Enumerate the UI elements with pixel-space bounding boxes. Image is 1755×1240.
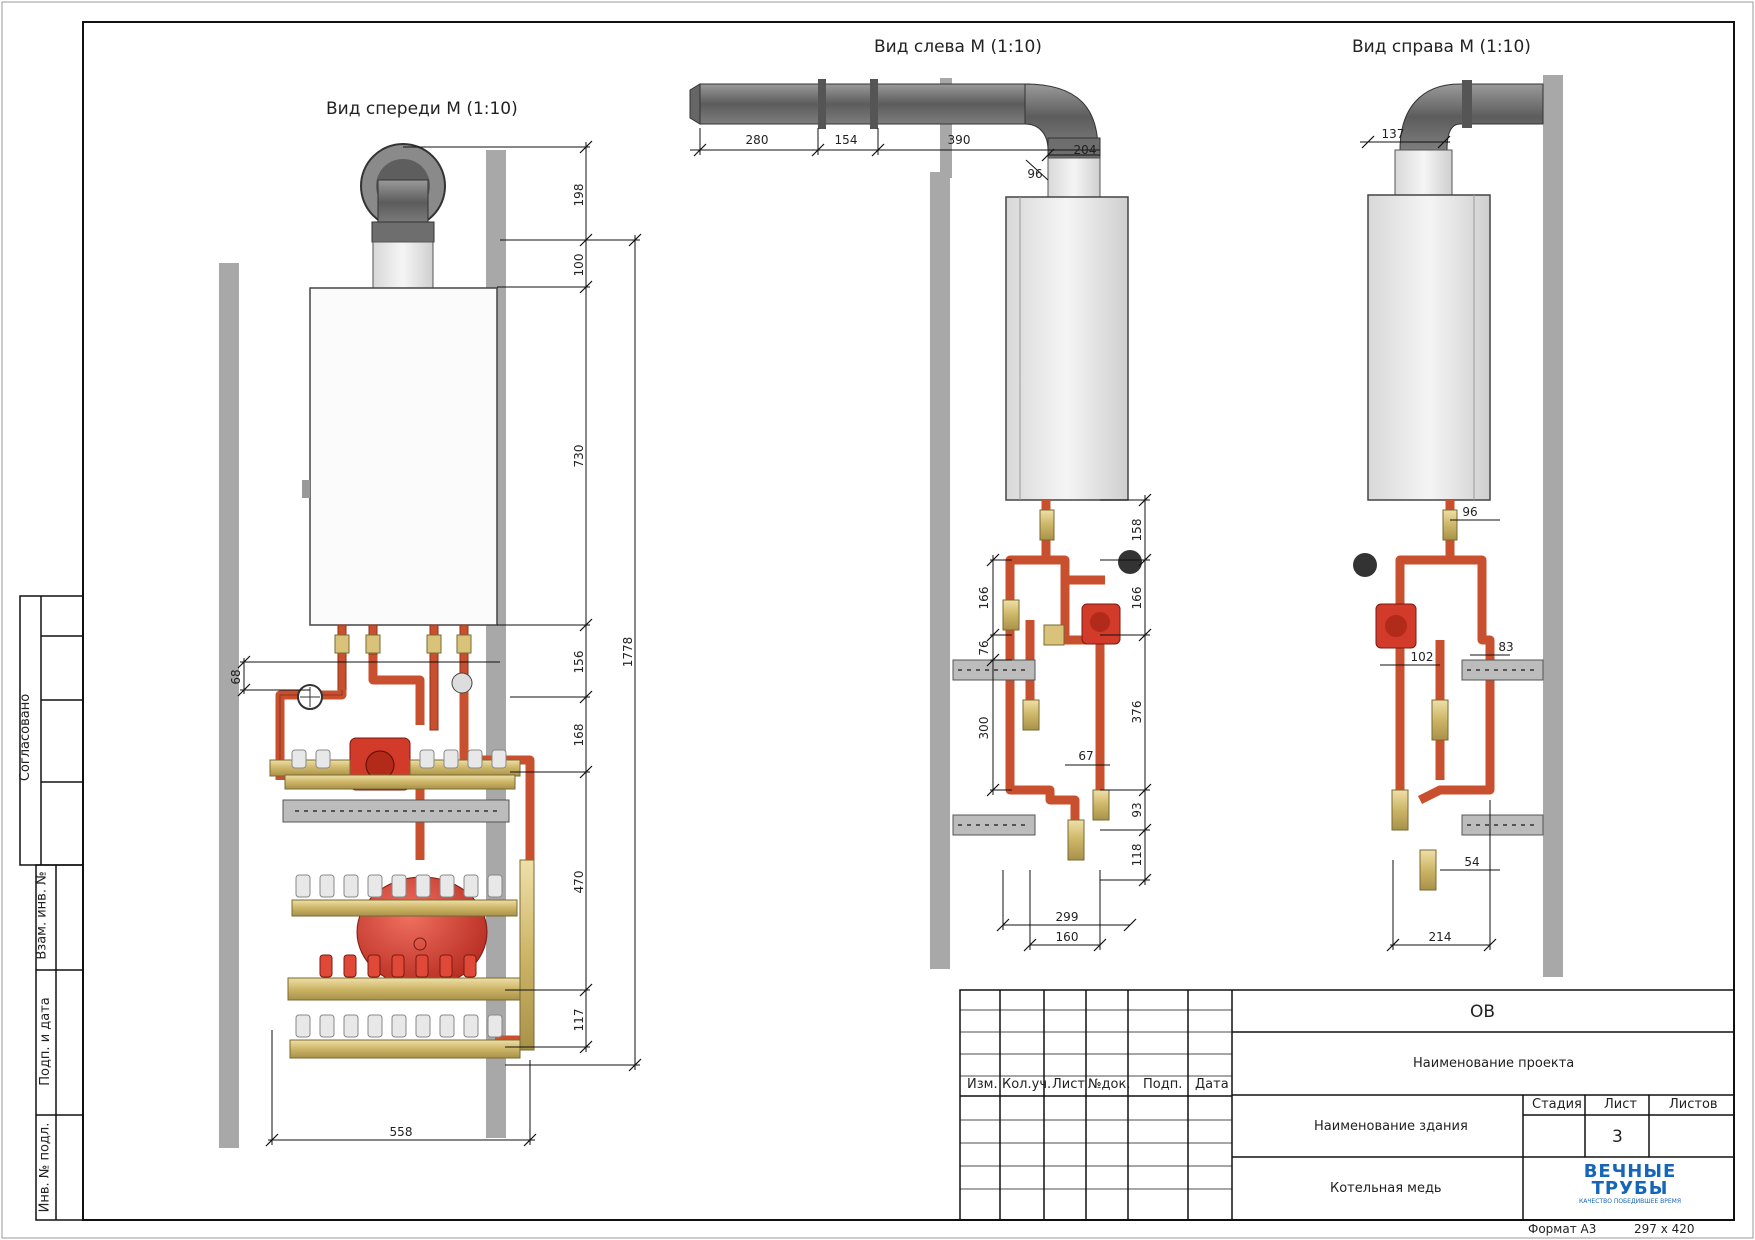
right-bracket-bottom (1461, 814, 1544, 836)
tb-building-name: Наименование здания (1314, 1119, 1468, 1134)
tb-sheets-label: Листов (1669, 1097, 1718, 1112)
right-copper-pipes (1395, 500, 1495, 805)
tb-col-list: Лист (1052, 1077, 1085, 1092)
tb-col-data: Дата (1195, 1077, 1229, 1092)
logo-line1: ВЕЧНЫЕ (1583, 1161, 1677, 1182)
right-dimension-lines (1360, 141, 1510, 950)
left-boiler (1005, 196, 1129, 501)
title-logo-box (1524, 1158, 1733, 1219)
title-block-grid (959, 989, 1735, 1221)
logo-tagline: КАЧЕСТВО ПОБЕДИВШЕЕ ВРЕМЯ (1578, 1198, 1682, 1205)
front-wall-left (219, 263, 239, 1148)
tb-col-kol: Кол.уч. (1002, 1077, 1052, 1092)
stamp-inv-replace: Взам. инв. № (34, 871, 50, 960)
tb-col-izm: Изм. (967, 1077, 998, 1092)
left-wall (930, 172, 950, 969)
right-wall (1543, 75, 1563, 977)
front-manifold-top (284, 749, 516, 790)
tb-sheet-label: Лист (1604, 1097, 1637, 1112)
tb-col-ndok: №док. (1088, 1077, 1131, 1092)
logo-vechnye-truby: ВЕЧНЫЕ ТРУБЫ КАЧЕСТВО ПОБЕДИВШЕЕ ВРЕМЯ (1540, 1163, 1720, 1207)
right-boiler (1367, 194, 1491, 501)
front-view (219, 140, 642, 1148)
left-flue-horizontal (699, 83, 1031, 125)
tb-code: ОВ (1470, 1002, 1496, 1022)
front-flue-adapter (372, 241, 434, 289)
front-dimension-lines (240, 142, 640, 1145)
view-title-right: Вид справа М (1:10) (1352, 37, 1531, 57)
tb-drawing-name: Котельная медь (1330, 1181, 1442, 1196)
view-title-front: Вид спереди М (1:10) (326, 99, 518, 119)
right-view (1353, 75, 1563, 977)
tb-project-name: Наименование проекта (1413, 1056, 1575, 1071)
stamp-sign-date: Подп. и дата (37, 997, 53, 1086)
tb-size: 297 х 420 (1634, 1222, 1695, 1236)
front-boiler (309, 287, 498, 626)
logo-line2: ТРУБЫ (1591, 1178, 1669, 1199)
left-stamp (19, 595, 84, 1221)
front-manifold-mid (287, 874, 521, 1059)
right-bracket-top (1461, 659, 1544, 681)
left-dimension-lines (690, 128, 1150, 950)
tb-format: Формат А3 (1528, 1222, 1597, 1236)
tb-stage-label: Стадия (1532, 1097, 1582, 1112)
stamp-approved: Согласовано (18, 693, 34, 782)
left-view (689, 78, 1152, 969)
view-title-left: Вид слева М (1:10) (874, 37, 1042, 57)
tb-sheet-value: 3 (1612, 1127, 1623, 1147)
stamp-inv-orig: Инв. № подл. (37, 1122, 53, 1213)
tb-col-podp: Подп. (1143, 1077, 1183, 1092)
